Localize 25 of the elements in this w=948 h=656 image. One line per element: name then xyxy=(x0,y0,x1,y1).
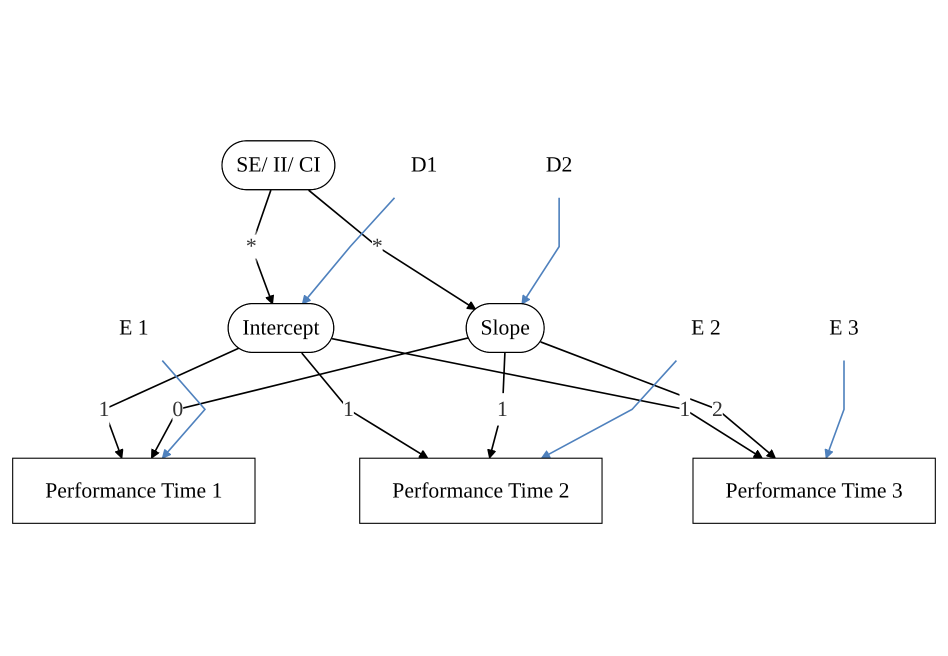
node-box: Performance Time 3 xyxy=(692,458,936,524)
node-box: Performance Time 1 xyxy=(12,458,256,524)
arrow xyxy=(308,190,476,310)
arrow xyxy=(162,360,206,459)
arrow xyxy=(824,360,845,459)
node-text: D1 xyxy=(410,153,438,178)
node-text: E 2 xyxy=(691,316,721,340)
edge-label: 1 xyxy=(679,397,690,422)
edge-label: * xyxy=(372,234,383,259)
arrow xyxy=(540,341,776,459)
edge-label: 0 xyxy=(172,397,184,422)
node-text: D2 xyxy=(546,153,572,178)
edge-label: 1 xyxy=(343,397,354,422)
node-text: E 1 xyxy=(119,316,149,340)
edge-label: 1 xyxy=(497,397,508,422)
arrow xyxy=(521,198,560,305)
arrow xyxy=(151,336,469,459)
arrow xyxy=(302,197,396,305)
arrow xyxy=(540,360,678,459)
edge-label: 1 xyxy=(98,397,110,422)
node-text: E 3 xyxy=(829,316,859,340)
node-box: Performance Time 2 xyxy=(359,458,603,524)
edge-label: 2 xyxy=(712,397,723,422)
arrow xyxy=(301,352,428,459)
edge-label: * xyxy=(246,234,257,259)
